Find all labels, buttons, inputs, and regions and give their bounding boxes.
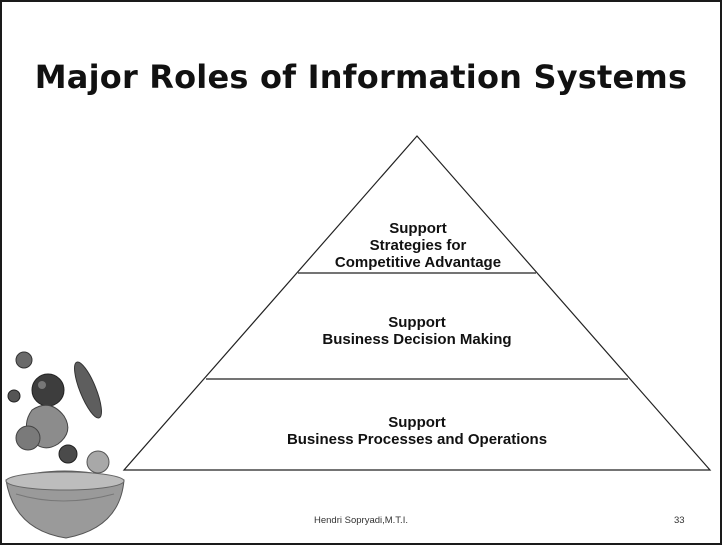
tier-line: Support: [388, 314, 446, 331]
tier-line: Competitive Advantage: [334, 254, 502, 271]
olive: [7, 389, 21, 403]
cucumber: [74, 361, 102, 419]
pyramid-tier-strategic: Support Strategies for Competitive Advan…: [302, 220, 534, 271]
radish: [15, 351, 33, 369]
vegetables-bowl-decoration: [5, 351, 125, 539]
pepper: [58, 444, 78, 464]
tier-line: Support: [389, 220, 447, 237]
tier-line: Business Decision Making: [322, 331, 512, 348]
tier-line: Business Processes and Operations: [286, 431, 548, 448]
slide-title: Major Roles of Information Systems: [34, 58, 688, 96]
pyramid-tier-operations: Support Business Processes and Operation…: [202, 414, 632, 448]
pyramid-outline: [122, 135, 712, 471]
tier-line: Strategies for: [369, 237, 467, 254]
orange: [86, 450, 110, 474]
tomato: [31, 373, 65, 407]
page-number: 33: [674, 515, 685, 526]
tier-line: Support: [388, 414, 446, 431]
lemon: [15, 425, 41, 451]
pyramid-tier-decision-making: Support Business Decision Making: [242, 314, 592, 348]
footer-author: Hendri Sopryadi,M.T.I.: [314, 515, 408, 526]
